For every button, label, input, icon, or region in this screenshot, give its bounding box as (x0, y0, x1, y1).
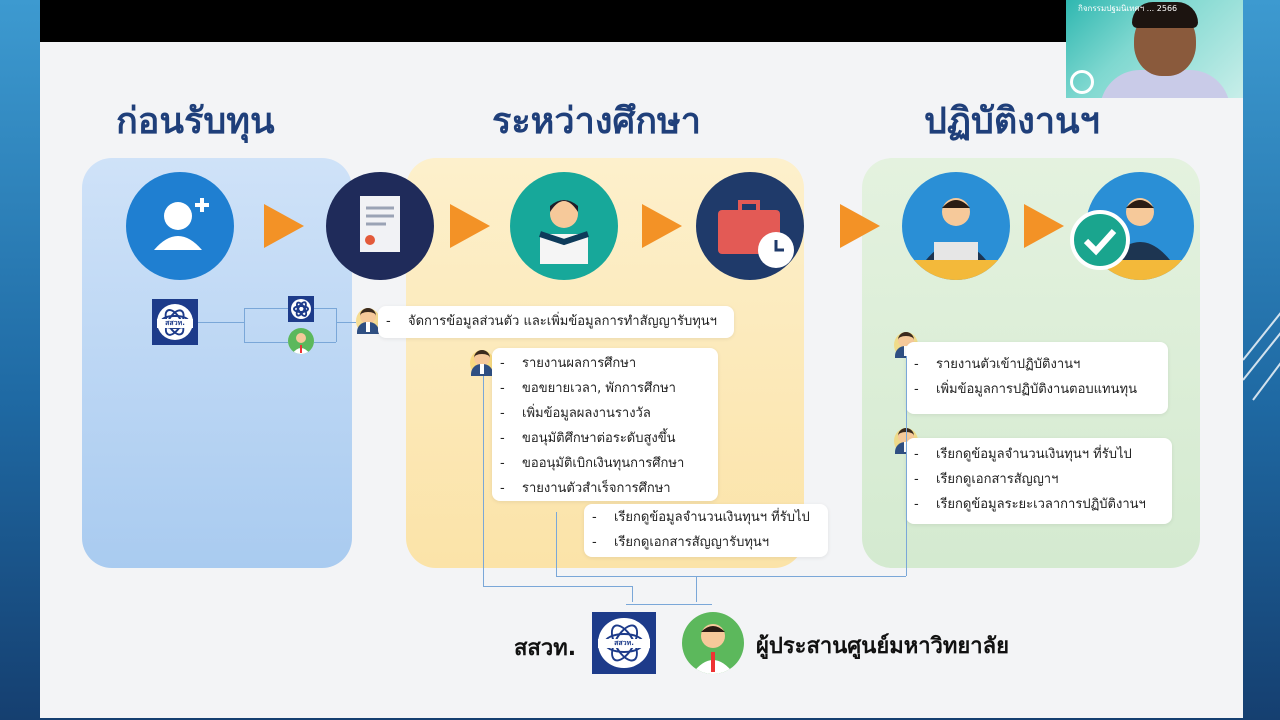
list-item: รายงานตัวเข้าปฏิบัติงานฯ (906, 352, 1168, 377)
decorative-ring (1070, 70, 1094, 94)
coordinator-label: ผู้ประสานศูนย์มหาวิทยาลัย (756, 634, 1010, 659)
list-item: เรียกดูข้อมูลระยะเวลาการปฏิบัติงานฯ (906, 492, 1172, 517)
ipst-logo-large: สสวท. (592, 612, 656, 674)
connector (906, 356, 907, 576)
connector (626, 604, 712, 605)
top-black-bar (40, 0, 1243, 42)
flow-arrow (840, 204, 880, 248)
student-reading-icon (510, 172, 618, 280)
connector (696, 576, 697, 602)
user-avatar-icon (356, 308, 380, 334)
flow-arrow (642, 204, 682, 248)
view-funding-box: เรียกดูข้อมูลจำนวนเงินทุนฯ ที่รับไป เรีย… (584, 504, 828, 557)
connector (483, 586, 633, 587)
list-item: จัดการข้อมูลส่วนตัว และเพิ่มข้อมูลการทำส… (378, 306, 734, 338)
list-item: รายงานผลการศึกษา (492, 351, 718, 376)
list-item: เรียกดูข้อมูลจำนวนเงินทุนฯ ที่รับไป (906, 442, 1172, 467)
heading-during-study: ระหว่างศึกษา (492, 101, 702, 142)
list-item: ขออนุมัติเบิกเงินทุนการศึกษา (492, 451, 718, 476)
connector (198, 322, 244, 323)
work-view-box: เรียกดูข้อมูลจำนวนเงินทุนฯ ที่รับไป เรีย… (906, 438, 1172, 524)
connector (314, 342, 336, 343)
add-user-icon (126, 172, 234, 280)
heading-work-service: ปฏิบัติงานฯ (924, 101, 1100, 142)
list-item: ขอขยายเวลา, พักการศึกษา (492, 376, 718, 401)
briefcase-clock-icon (696, 172, 804, 280)
manage-info-box: จัดการข้อมูลส่วนตัว และเพิ่มข้อมูลการทำส… (378, 306, 734, 338)
flow-arrow (1024, 204, 1064, 248)
list-item: รายงานตัวสำเร็จการศึกษา (492, 476, 718, 501)
list-item: เพิ่มข้อมูลผลงานรางวัล (492, 401, 718, 426)
user-avatar-icon (470, 350, 494, 376)
ipst-logo: สสวท. (152, 299, 198, 345)
connector (314, 308, 336, 309)
flow-arrow (450, 204, 490, 248)
ipst-label: สสวท. (514, 636, 577, 661)
decorative-lines (1243, 312, 1280, 401)
webcam-overlay-text: กิจกรรมปฐมนิเทศฯ ... 2566 (1078, 4, 1178, 13)
connector (556, 512, 557, 576)
ipst-logo-small (288, 296, 314, 322)
list-item: เพิ่มข้อมูลการปฏิบัติงานตอบแทนทุน (906, 377, 1168, 402)
study-actions-box: รายงานผลการศึกษา ขอขยายเวลา, พักการศึกษา… (492, 348, 718, 501)
contract-document-icon (326, 172, 434, 280)
connector (336, 322, 356, 323)
list-item: เรียกดูข้อมูลจำนวนเงินทุนฯ ที่รับไป (584, 505, 828, 530)
list-item: เรียกดูเอกสารสัญญาฯ (906, 467, 1172, 492)
coordinator-avatar (682, 612, 744, 674)
connector (244, 308, 288, 309)
connector (556, 576, 696, 577)
connector (244, 308, 245, 342)
connector (336, 308, 337, 342)
worker-laptop-icon (902, 172, 1010, 280)
connector (244, 342, 288, 343)
checkmark-icon (1070, 210, 1130, 270)
coordinator-avatar-small (288, 328, 314, 354)
connector (632, 586, 633, 602)
presentation-slide: ก่อนรับทุน ระหว่างศึกษา ปฏิบัติงานฯ สสวท… (40, 42, 1243, 718)
list-item: เรียกดูเอกสารสัญญารับทุนฯ (584, 530, 828, 555)
presenter-hair (1132, 2, 1198, 28)
heading-before-scholarship: ก่อนรับทุน (116, 101, 275, 142)
flow-arrow (264, 204, 304, 248)
connector (692, 576, 906, 577)
work-report-box: รายงานตัวเข้าปฏิบัติงานฯ เพิ่มข้อมูลการป… (906, 342, 1168, 414)
connector (483, 376, 484, 586)
list-item: ขอนุมัติศึกษาต่อระดับสูงขึ้น (492, 426, 718, 451)
webcam-video-feed: กิจกรรมปฐมนิเทศฯ ... 2566 (1066, 0, 1243, 98)
